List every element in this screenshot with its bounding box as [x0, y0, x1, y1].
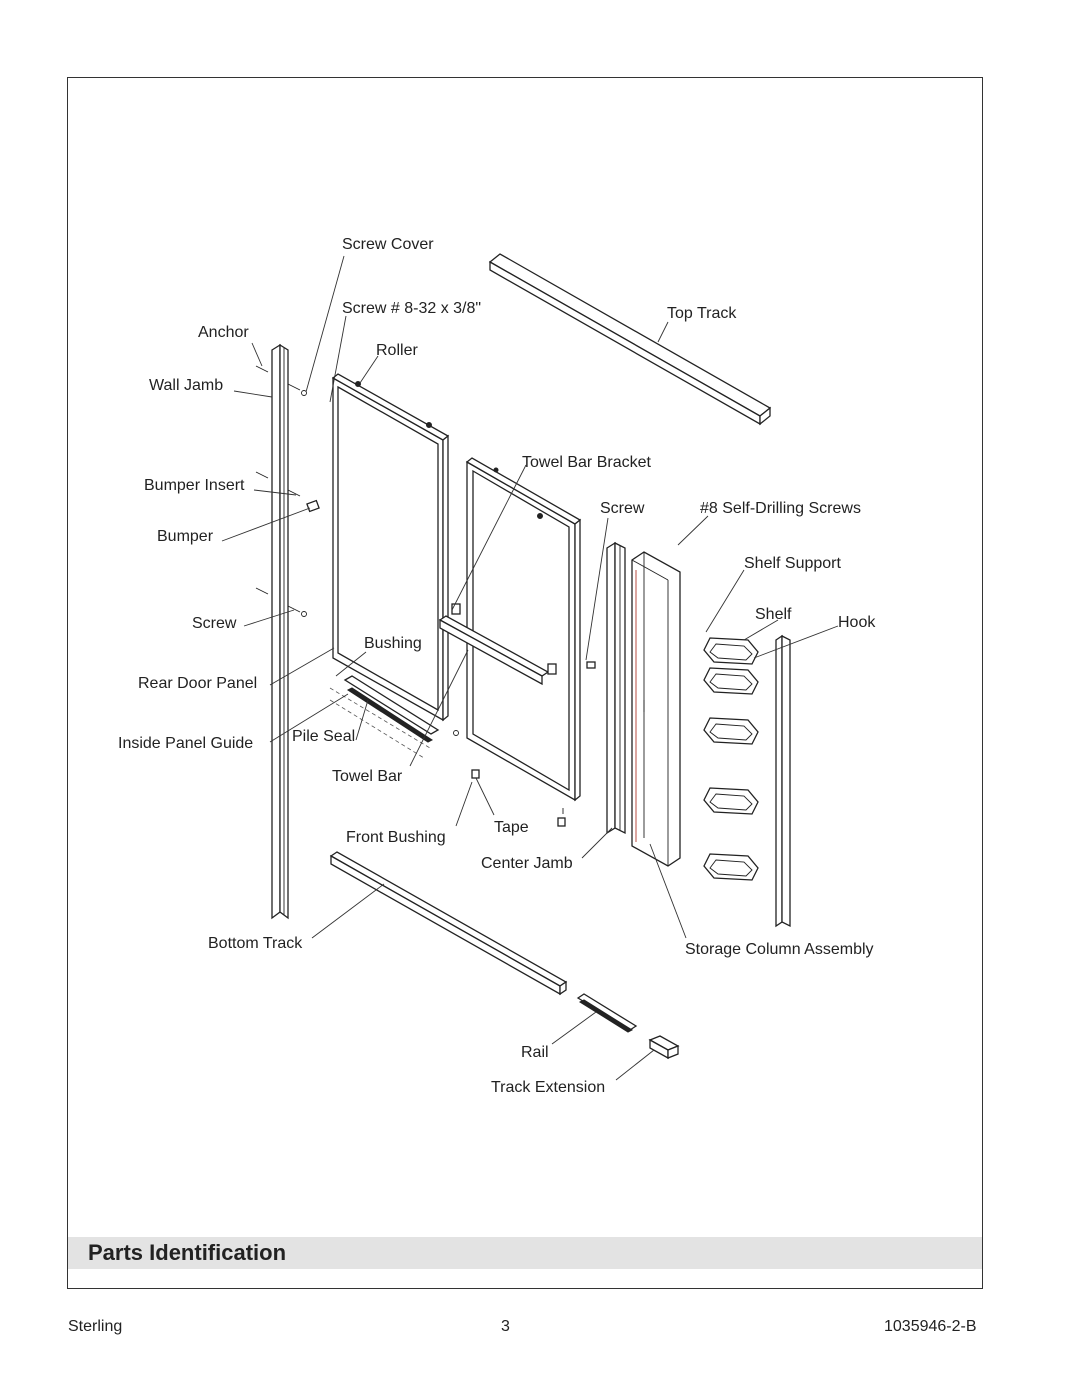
- front-door-panel: [465, 457, 582, 802]
- label-screw-832: Screw # 8-32 x 3/8": [342, 300, 481, 317]
- label-top-track: Top Track: [667, 305, 737, 322]
- footer-doc-number: 1035946-2-B: [884, 1318, 977, 1335]
- wall-jamb: [271, 343, 289, 920]
- wall-jamb-fasteners: [255, 365, 320, 617]
- label-pile-seal: Pile Seal: [292, 728, 355, 745]
- label-bottom-track: Bottom Track: [208, 935, 303, 952]
- label-front-bushing: Front Bushing: [346, 829, 446, 846]
- label-rail: Rail: [521, 1044, 549, 1061]
- label-wall-jamb: Wall Jamb: [149, 377, 223, 394]
- label-track-extension: Track Extension: [491, 1079, 605, 1096]
- footer-page-number: 3: [501, 1318, 510, 1335]
- storage-column: [631, 551, 681, 867]
- leader-lines: [221, 255, 839, 1081]
- label-rear-door-panel: Rear Door Panel: [138, 675, 257, 692]
- label-screw-mid: Screw: [600, 500, 645, 517]
- label-towel-bar-bracket: Towel Bar Bracket: [522, 454, 651, 471]
- bottom-track: [329, 851, 568, 996]
- label-screw-cover: Screw Cover: [342, 236, 434, 253]
- label-shelf-support: Shelf Support: [744, 555, 842, 572]
- label-center-jamb: Center Jamb: [481, 855, 573, 872]
- shelves: [703, 637, 759, 881]
- label-bumper-insert: Bumper Insert: [144, 477, 245, 494]
- rail: [576, 993, 638, 1033]
- label-inside-panel-guide: Inside Panel Guide: [118, 735, 253, 752]
- shelf-support: [775, 634, 791, 928]
- top-track: [488, 253, 772, 426]
- section-banner: Parts Identification: [68, 1237, 982, 1269]
- label-self-drilling-screws: #8 Self-Drilling Screws: [700, 500, 861, 517]
- label-roller: Roller: [376, 342, 418, 359]
- page-frame: [67, 77, 983, 1289]
- label-bushing: Bushing: [364, 635, 422, 652]
- track-extension: [648, 1035, 680, 1060]
- label-towel-bar: Towel Bar: [332, 768, 403, 785]
- label-storage-column-assembly: Storage Column Assembly: [685, 941, 874, 958]
- rear-door-panel: [331, 373, 450, 722]
- towel-bar: [438, 603, 557, 686]
- front-bushing: [471, 769, 566, 827]
- label-bumper: Bumper: [157, 528, 214, 545]
- section-title: Parts Identification: [88, 1240, 287, 1265]
- label-screw-left: Screw: [192, 615, 237, 632]
- label-hook: Hook: [838, 614, 876, 631]
- footer-brand: Sterling: [68, 1318, 123, 1335]
- label-shelf: Shelf: [755, 606, 792, 623]
- label-anchor: Anchor: [198, 324, 249, 341]
- center-jamb: [586, 541, 626, 835]
- label-tape: Tape: [494, 819, 529, 836]
- inside-panel-guide: [329, 675, 459, 759]
